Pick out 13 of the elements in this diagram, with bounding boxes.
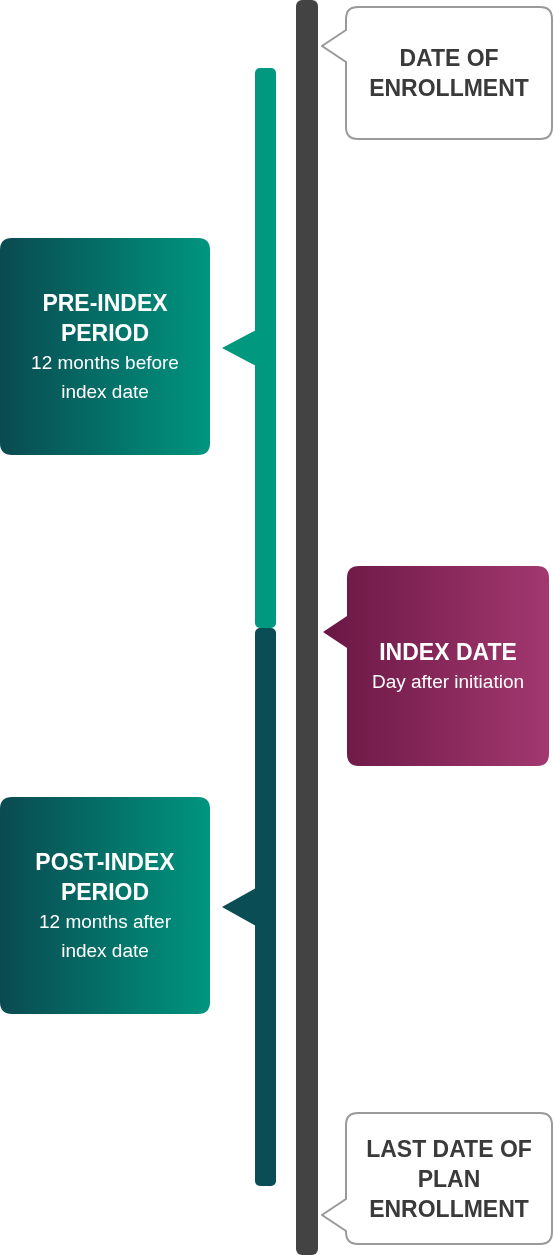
callout-box xyxy=(0,797,210,1014)
callout-box xyxy=(321,6,553,140)
callout-title: DATE OF ENROLLMENT xyxy=(368,44,530,103)
callout-title: PRE-INDEX PERIOD xyxy=(41,288,169,348)
callout-box xyxy=(0,238,210,455)
callout-text: 12 months after index date xyxy=(38,909,172,963)
callout-text: 12 months before index date xyxy=(30,350,180,404)
callout-title: LAST DATE OF PLAN ENROLLMENT xyxy=(365,1134,533,1224)
callout-title: INDEX DATE xyxy=(378,637,518,667)
callout-box xyxy=(323,566,549,766)
callout-text: Day after initiation xyxy=(370,669,526,694)
callout-title: POST-INDEX PERIOD xyxy=(34,847,176,907)
callout-box xyxy=(321,1112,553,1245)
